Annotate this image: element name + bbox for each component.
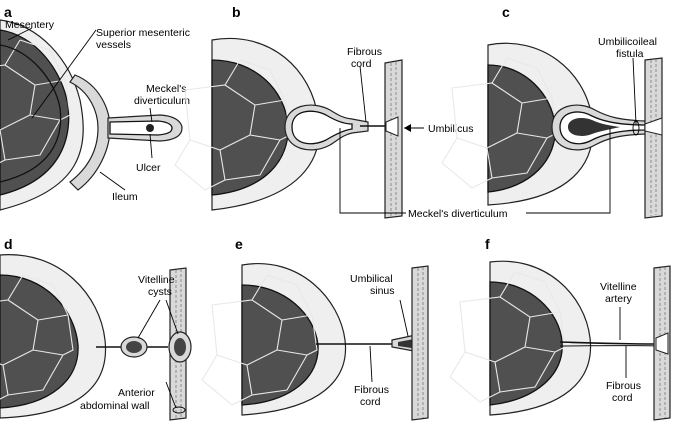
ileum-outer-wall [69, 74, 111, 191]
label-vessels: vessels [96, 39, 131, 51]
label-fibrous-b: Fibrous [347, 46, 382, 58]
panel-letter-c: c [502, 4, 510, 20]
label-umbilicus: Umbilicus [428, 123, 474, 135]
panel-letter-d: d [4, 236, 13, 252]
panel-letter-f: f [485, 236, 490, 252]
label-superior-mesenteric: Superior mesenteric [96, 27, 190, 39]
label-cord-f: cord [612, 392, 633, 404]
vitelline-artery [559, 341, 661, 345]
label-ulcer: Ulcer [136, 162, 161, 174]
abdominal-wall-b [384, 59, 403, 219]
panel-a: a Mesentery Superior mesenteric vessels … [0, 4, 190, 211]
abdominal-wall-e [411, 265, 429, 421]
diverticulum-lumen-a [109, 120, 173, 136]
panel-letter-e: e [235, 236, 243, 252]
label-meckels-a1: Meckel's [146, 83, 187, 95]
label-umbilical: Umbilical [350, 273, 393, 285]
ileum-e [241, 284, 319, 406]
label-sinus: sinus [370, 285, 395, 297]
ileum-wall-line [0, 44, 62, 183]
label-cord-b: cord [351, 58, 372, 70]
panel-d: d Vitelline cysts Anterior abdominal wal… [0, 236, 192, 421]
label-vitelline-f: Vitelline [600, 281, 637, 293]
label-fibrous-e: Fibrous [354, 384, 389, 396]
label-umbilicoileal: Umbilicoileal [598, 36, 657, 48]
label-diverticulum-a2: diverticulum [134, 95, 190, 107]
label-mesentery: Mesentery [5, 19, 55, 31]
ulcer-spot [146, 124, 154, 132]
shared-callout: Meckel's diverticulum [339, 128, 611, 220]
diverticulum-lumen-b [291, 110, 353, 145]
abdominal-wall-c [644, 57, 663, 219]
label-fistula: fistula [616, 48, 644, 60]
panel-e: e Umbilical sinus Fibrous cord [201, 236, 429, 421]
label-artery: artery [605, 293, 633, 305]
panel-letter-b: b [232, 4, 241, 20]
label-meckels-diverticulum-shared: Meckel's diverticulum [408, 208, 508, 220]
panel-c: c Umbilicoileal fistula [441, 4, 663, 219]
panel-b: b Fibrous cord Umbilicus [174, 4, 474, 219]
label-cysts: cysts [148, 286, 172, 298]
label-abdominal-wall: abdominal wall [80, 400, 149, 412]
label-ileum: Ileum [112, 191, 138, 203]
panel-letter-a: a [4, 4, 12, 20]
panel-f: f Vitelline artery Fibrous cord [449, 236, 671, 421]
label-anterior: Anterior [118, 387, 155, 399]
label-vitelline-d: Vitelline [138, 274, 175, 286]
label-cord-e: cord [360, 396, 381, 408]
label-fibrous-f: Fibrous [606, 380, 641, 392]
